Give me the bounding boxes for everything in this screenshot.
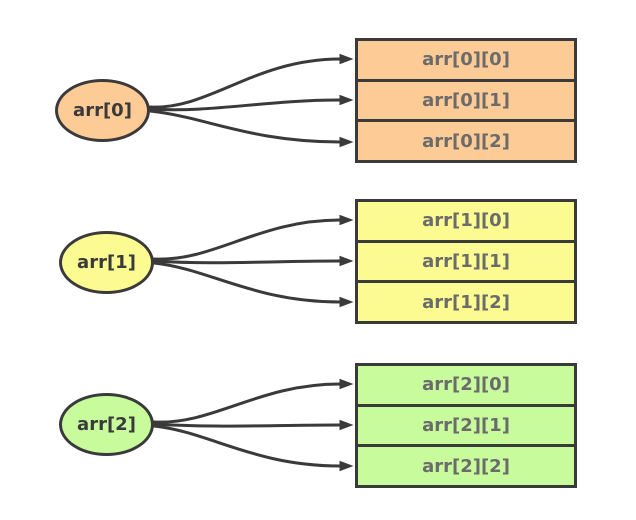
row-block-arr-0: arr[0][0] arr[0][1] arr[0][2]	[355, 38, 577, 163]
cell-arr-0-1: arr[0][1]	[358, 78, 574, 120]
arrow-arr2-to-cell22	[152, 424, 354, 472]
node-arr-1: arr[1]	[59, 231, 154, 294]
cell-arr-0-0: arr[0][0]	[358, 41, 574, 79]
cell-arr-2-1: arr[2][1]	[358, 403, 574, 445]
cell-arr-0-2: arr[0][2]	[358, 119, 574, 161]
arrow-arr2-to-cell21	[152, 419, 354, 431]
cell-arr-2-2-label: arr[2][2]	[422, 455, 510, 477]
node-arr-0-label: arr[0]	[73, 100, 132, 121]
cell-arr-2-0: arr[2][0]	[358, 366, 574, 404]
row-block-arr-2: arr[2][0] arr[2][1] arr[2][2]	[355, 363, 577, 488]
cell-arr-0-0-label: arr[0][0]	[422, 49, 510, 71]
arrow-arr1-to-cell11	[152, 255, 354, 267]
node-arr-2: arr[2]	[59, 393, 154, 456]
arrow-arr1-to-cell10	[152, 214, 354, 261]
cell-arr-2-1-label: arr[2][1]	[422, 415, 510, 436]
cell-arr-1-2-label: arr[1][2]	[422, 291, 510, 313]
arrow-arr0-to-cell02	[148, 109, 354, 148]
cell-arr-2-0-label: arr[2][0]	[422, 374, 510, 396]
cell-arr-0-1-label: arr[0][1]	[422, 90, 510, 111]
cell-arr-0-2-label: arr[0][2]	[422, 130, 510, 152]
cell-arr-2-2: arr[2][2]	[358, 444, 574, 486]
node-arr-2-label: arr[2]	[77, 414, 136, 435]
arrow-arr0-to-cell00	[148, 53, 354, 109]
cell-arr-1-1-label: arr[1][1]	[422, 251, 510, 272]
node-arr-1-label: arr[1]	[77, 252, 136, 273]
cell-arr-1-0-label: arr[1][0]	[422, 210, 510, 232]
node-arr-0: arr[0]	[55, 79, 150, 142]
arrow-arr2-to-cell20	[152, 378, 354, 424]
arrow-arr0-to-cell01	[148, 94, 354, 112]
cell-arr-1-1: arr[1][1]	[358, 239, 574, 281]
cell-arr-1-2: arr[1][2]	[358, 280, 574, 322]
row-block-arr-1: arr[1][0] arr[1][1] arr[1][2]	[355, 199, 577, 324]
arrow-arr1-to-cell12	[152, 261, 354, 308]
cell-arr-1-0: arr[1][0]	[358, 202, 574, 240]
